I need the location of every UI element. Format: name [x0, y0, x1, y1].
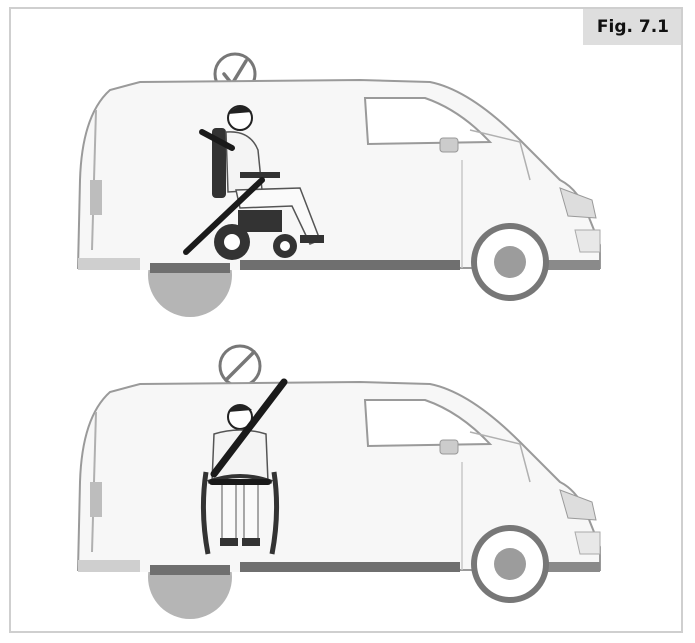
- prohibited-circle-icon: [220, 346, 260, 386]
- van-scene-correct: [0, 30, 695, 350]
- van-illustration: [78, 382, 600, 619]
- van-illustration: [78, 80, 600, 317]
- van-scene-prohibited: [0, 322, 695, 642]
